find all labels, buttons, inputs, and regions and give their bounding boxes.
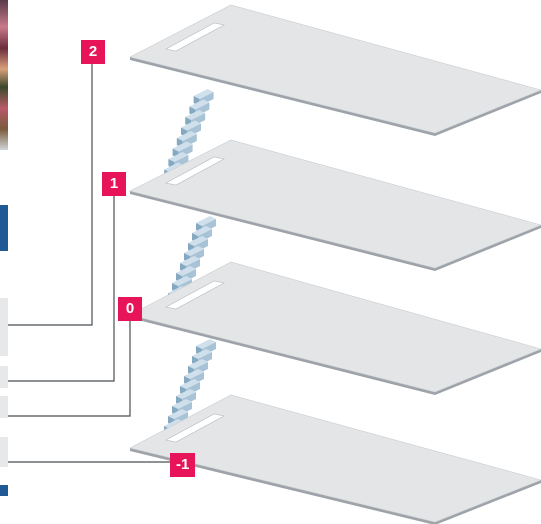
step-top bbox=[172, 399, 192, 409]
floor-slab-2 bbox=[129, 4, 541, 136]
cropped-photo-strip bbox=[0, 0, 8, 150]
step-top bbox=[176, 389, 196, 399]
step-top bbox=[176, 266, 196, 276]
floor-label-minus-1[interactable]: -1 bbox=[170, 453, 196, 477]
step-top bbox=[172, 141, 193, 152]
step-top bbox=[180, 379, 200, 389]
step-top bbox=[180, 256, 200, 266]
step-top bbox=[192, 226, 212, 236]
step-top bbox=[184, 369, 204, 379]
step-top bbox=[193, 89, 214, 99]
slab-top bbox=[129, 139, 541, 269]
step-top bbox=[189, 99, 210, 110]
cropped-blue-marker bbox=[0, 485, 8, 496]
step-top bbox=[164, 162, 185, 173]
step-top bbox=[184, 246, 204, 256]
slab-top bbox=[129, 4, 541, 134]
cropped-blue-tab bbox=[0, 205, 8, 251]
step-top bbox=[188, 359, 208, 369]
stair-opening bbox=[165, 280, 225, 310]
leader-line-0 bbox=[8, 321, 131, 417]
leader-line-1 bbox=[8, 196, 115, 382]
floor-slab--1 bbox=[129, 394, 541, 524]
stair-opening bbox=[165, 22, 225, 52]
step-top bbox=[192, 349, 212, 359]
staircase bbox=[160, 21, 234, 446]
floor-slab-0 bbox=[129, 261, 541, 395]
floor-slab-1 bbox=[129, 139, 541, 271]
step-top bbox=[176, 131, 197, 141]
step-top bbox=[196, 339, 216, 349]
step-top bbox=[181, 120, 201, 131]
cropped-menu-item[interactable] bbox=[0, 437, 8, 467]
cropped-menu-item[interactable] bbox=[0, 298, 8, 356]
step-top bbox=[168, 152, 189, 162]
step-top bbox=[185, 110, 206, 120]
step-top bbox=[188, 236, 208, 246]
leader-line-2 bbox=[8, 64, 93, 326]
cropped-menu-item[interactable] bbox=[0, 396, 8, 418]
step-top bbox=[168, 409, 188, 419]
step-top bbox=[172, 276, 192, 286]
slab-top bbox=[129, 261, 541, 393]
floor-slabs bbox=[129, 4, 541, 524]
stair-opening bbox=[165, 156, 225, 186]
step-top bbox=[164, 419, 184, 429]
cropped-menu-item[interactable] bbox=[0, 366, 8, 388]
stair-opening bbox=[165, 413, 225, 443]
leader-lines bbox=[8, 64, 176, 463]
floor-label-2[interactable]: 2 bbox=[81, 40, 105, 64]
floor-label-1[interactable]: 1 bbox=[102, 172, 126, 196]
stair-flight-1 bbox=[160, 89, 214, 190]
step-top bbox=[196, 216, 216, 226]
slab-top bbox=[129, 394, 541, 523]
floor-label-0[interactable]: 0 bbox=[118, 297, 142, 321]
